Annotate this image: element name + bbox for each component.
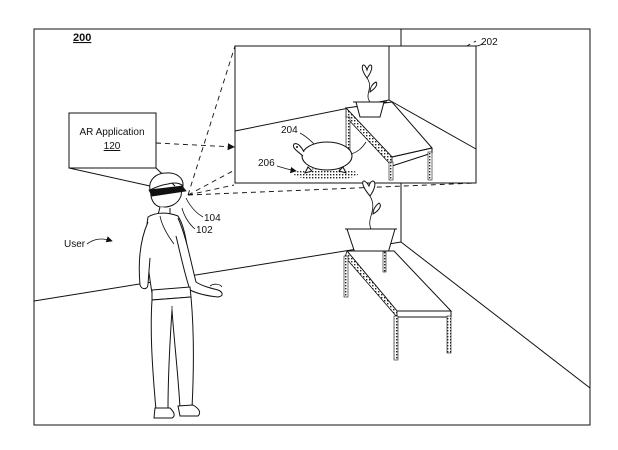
ar-application-number: 120 [104, 141, 121, 152]
ref-102: 102 [196, 225, 213, 236]
user-label: User [64, 239, 86, 250]
real-plant [345, 181, 397, 253]
user-figure [139, 173, 222, 418]
real-table [344, 251, 451, 360]
ar-application-box: AR Application 120 [69, 113, 156, 168]
ar-application-label: AR Application [79, 127, 144, 138]
app-to-view-arrow [156, 143, 234, 147]
ref-204: 204 [281, 125, 298, 136]
figure-number: 200 [73, 32, 91, 44]
ref-206: 206 [258, 158, 275, 169]
ref-104: 104 [204, 213, 221, 224]
